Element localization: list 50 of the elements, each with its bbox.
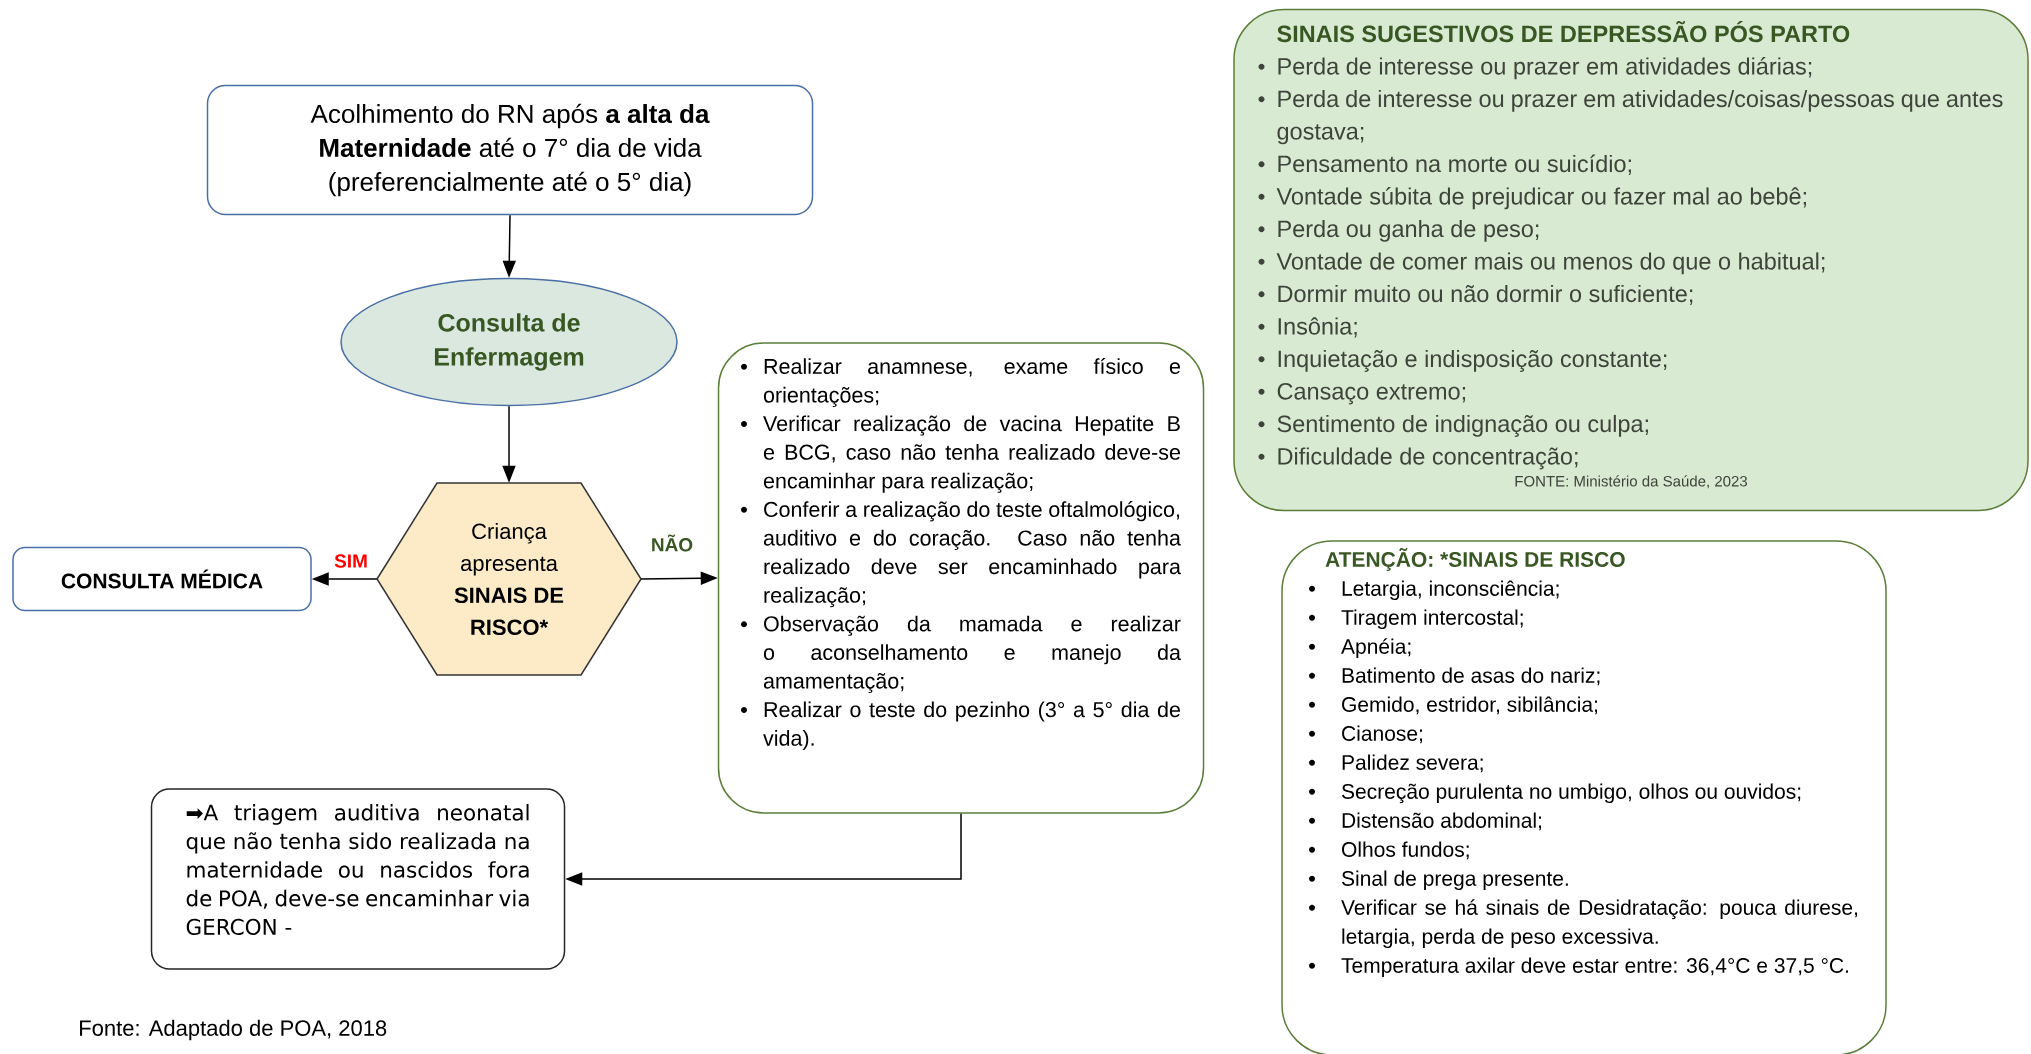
list-item: Dormir muito ou não dormir o suficiente; xyxy=(1258,284,1693,305)
list-item: Observação da mamada e realizar o aconselhamento e manejo da amamentação; xyxy=(741,615,1181,693)
box-text: CONSULTA MÉDICA xyxy=(61,569,263,589)
list-item: Gemido, estridor, sibilância; xyxy=(1309,696,1597,715)
note-text: ➡A triagem auditiva neonatal que não tenha sido realizada na maternidade ou nascidos fora de POA, deve-se encaminhar via GERCON - xyxy=(186,804,529,936)
list-item: Insônia; xyxy=(1258,317,1357,338)
list-item: Tiragem intercostal; xyxy=(1309,609,1523,630)
list-item: Dificuldade de concentração; xyxy=(1258,447,1578,470)
rounded-box xyxy=(1281,540,1887,1054)
list-item: Cianose; xyxy=(1309,725,1422,744)
list-item: Batimento de asas do nariz; xyxy=(1309,667,1600,686)
rounded-box xyxy=(12,546,312,612)
list-item: Verificar realização de vacina Hepatite B e BCG, caso não tenha realizado deve-se encaminhar para realização; xyxy=(741,415,1180,493)
source-text: FONTE: Ministério da Saúde, 2023 xyxy=(1515,475,1748,489)
list-item: Realizar anamnese, exame físico e orientações; xyxy=(741,358,1180,407)
list-item: Olhos fundos; xyxy=(1309,841,1469,860)
list-item: Apnéia; xyxy=(1309,638,1411,659)
process-ellipse xyxy=(340,277,678,407)
list-item: Temperatura axilar deve estar entre: 36,4°C e 37,5 °C. xyxy=(1309,957,1848,978)
list-item: Cansaço extremo; xyxy=(1258,383,1466,405)
box-heading: ATENÇÃO: *SINAIS DE RISCO xyxy=(1325,548,1625,572)
list-item: Perda de interesse ou prazer em atividades diárias; xyxy=(1258,57,1812,80)
list-item: Realizar o teste do pezinho (3° a 5° dia de vida). xyxy=(741,701,1180,751)
source-note: Fonte: Adaptado de POA, 2018 xyxy=(80,1019,387,1041)
decision-hexagon xyxy=(376,482,642,676)
list-item: Perda ou ganha de peso; xyxy=(1258,219,1539,242)
list-item: Sinal de prega presente. xyxy=(1309,870,1568,891)
list-item: Secreção purulenta no umbigo, olhos ou ouvidos; xyxy=(1309,783,1801,804)
list-item: Palidez severa; xyxy=(1309,754,1483,773)
list-item: Pensamento na morte ou suicídio; xyxy=(1258,154,1631,175)
list-item: Perda de interesse ou prazer em atividades/coisas/pessoas que antes gostava; xyxy=(1258,89,2003,145)
rounded-box xyxy=(150,788,566,970)
rounded-box xyxy=(1233,8,2029,512)
question-text: SINAIS DE RISCO* xyxy=(454,587,564,636)
rounded-box xyxy=(206,84,814,216)
question-text: Criança apresenta xyxy=(461,522,558,576)
box-text: Acolhimento do RN após a alta da Maternidade até o 7° dia de vida (preferencialmente até o 5° dia) xyxy=(310,103,710,197)
list-item: Letargia, inconsciência; xyxy=(1309,580,1559,601)
rounded-box xyxy=(717,342,1205,814)
edge-label: NÃO xyxy=(648,532,696,554)
list-item: Inquietação e indisposição constante; xyxy=(1258,349,1667,372)
box-heading: SINAIS SUGESTIVOS DE DEPRESSÃO PÓS PARTO xyxy=(1277,21,1850,43)
edge-label: SIM xyxy=(332,552,370,570)
list-item: Vontade de comer mais ou menos do que o habitual; xyxy=(1258,252,1825,275)
list-item: Verificar se há sinais de Desidratação: pouca diurese, letargia, perda de peso excessiva. xyxy=(1309,899,1857,949)
list-item: Sentimento de indignação ou culpa; xyxy=(1258,414,1648,437)
list-item: Conferir a realização do teste oftalmológico, auditivo e do coração. Caso não tenha realizado deve ser encaminhado para realização; xyxy=(741,501,1181,608)
ellipse-text: Consulta de Enfermagem xyxy=(434,313,584,371)
list-item: Vontade súbita de prejudicar ou fazer mal ao bebê; xyxy=(1258,187,1806,210)
list-item: Distensão abdominal; xyxy=(1309,812,1541,831)
